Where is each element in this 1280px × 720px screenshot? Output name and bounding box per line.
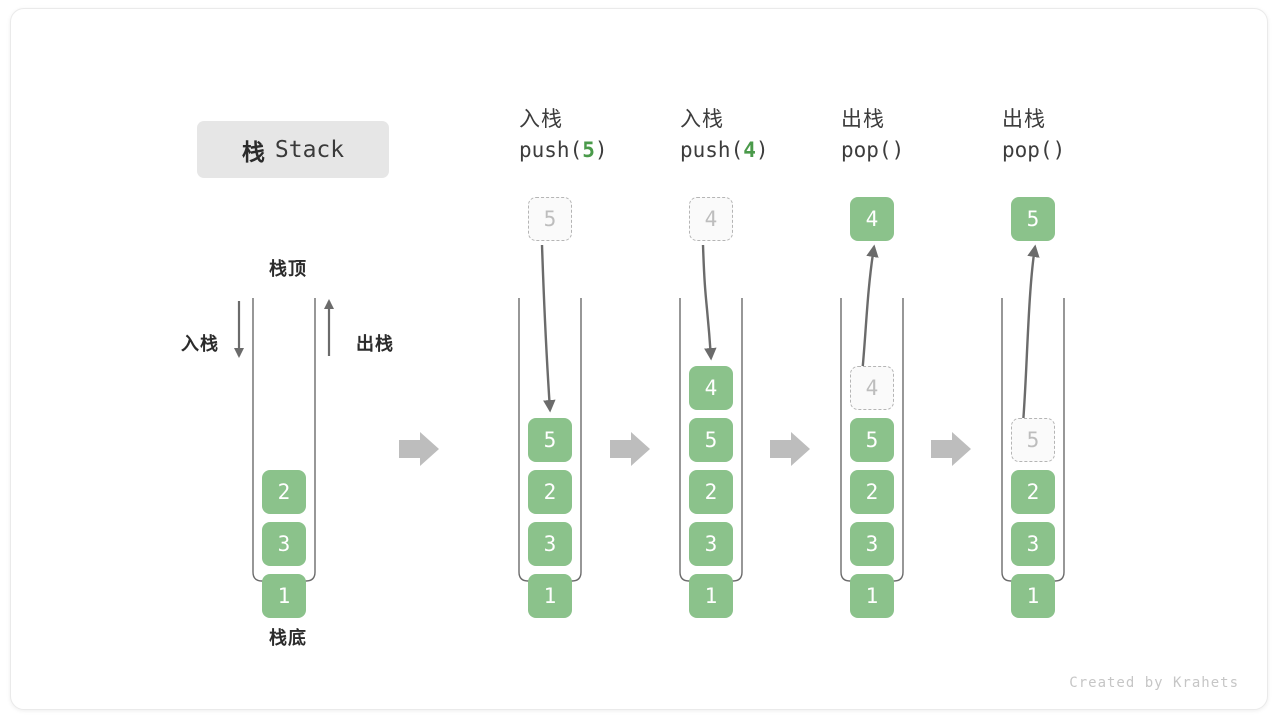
stack-top-label: 栈顶 <box>269 259 307 279</box>
step-operation-label: 出栈 <box>1002 108 1046 131</box>
step-code-label: pop() <box>841 138 905 162</box>
stack-element: 3 <box>850 522 894 566</box>
floating-element: 5 <box>528 197 572 241</box>
step-separator-arrow-icon <box>931 432 971 466</box>
step-code-argument: 4 <box>743 138 756 162</box>
step-code-label: push(5) <box>519 138 608 162</box>
step-code-label: push(4) <box>680 138 769 162</box>
stack-element: 2 <box>850 470 894 514</box>
title-chinese: 栈 <box>241 138 266 165</box>
stack-element: 5 <box>850 418 894 462</box>
stack-element: 4 <box>689 366 733 410</box>
stack-element: 5 <box>689 418 733 462</box>
step-header: 出栈 pop() <box>1002 106 1172 166</box>
stack-element: 2 <box>1011 470 1055 514</box>
diagram-card: 栈 Stack 栈顶 栈底 入栈 出栈 Created by Krahets 2… <box>10 8 1268 710</box>
stack-element: 1 <box>1011 574 1055 618</box>
stack-element: 1 <box>528 574 572 618</box>
step-header: 入栈 push(4) <box>680 106 850 166</box>
stack-element: 5 <box>528 418 572 462</box>
stack-element: 3 <box>528 522 572 566</box>
push-direction-label: 入栈 <box>181 334 219 354</box>
stack-element: 1 <box>689 574 733 618</box>
stack-element: 3 <box>262 522 306 566</box>
stack-element: 2 <box>689 470 733 514</box>
step-separator-arrow-icon <box>399 432 439 466</box>
diagram-title-badge: 栈 Stack <box>197 121 389 178</box>
stack-element: 4 <box>850 366 894 410</box>
step-header: 入栈 push(5) <box>519 106 689 166</box>
stack-element: 1 <box>850 574 894 618</box>
pop-direction-label: 出栈 <box>356 334 394 354</box>
step-code-argument: 5 <box>582 138 595 162</box>
step-separator-arrow-icon <box>770 432 810 466</box>
stack-element: 2 <box>528 470 572 514</box>
step-operation-label: 入栈 <box>519 108 563 131</box>
stack-element: 3 <box>689 522 733 566</box>
attribution-footer: Created by Krahets <box>1069 675 1239 691</box>
step-header: 出栈 pop() <box>841 106 1011 166</box>
step-operation-label: 出栈 <box>841 108 885 131</box>
step-operation-label: 入栈 <box>680 108 724 131</box>
stack-element: 1 <box>262 574 306 618</box>
step-code-label: pop() <box>1002 138 1066 162</box>
title-english: Stack <box>274 136 345 163</box>
floating-element: 4 <box>850 197 894 241</box>
floating-element: 5 <box>1011 197 1055 241</box>
stack-element: 5 <box>1011 418 1055 462</box>
stack-bottom-label: 栈底 <box>269 628 307 648</box>
floating-element: 4 <box>689 197 733 241</box>
stack-element: 3 <box>1011 522 1055 566</box>
step-separator-arrow-icon <box>610 432 650 466</box>
stack-element: 2 <box>262 470 306 514</box>
